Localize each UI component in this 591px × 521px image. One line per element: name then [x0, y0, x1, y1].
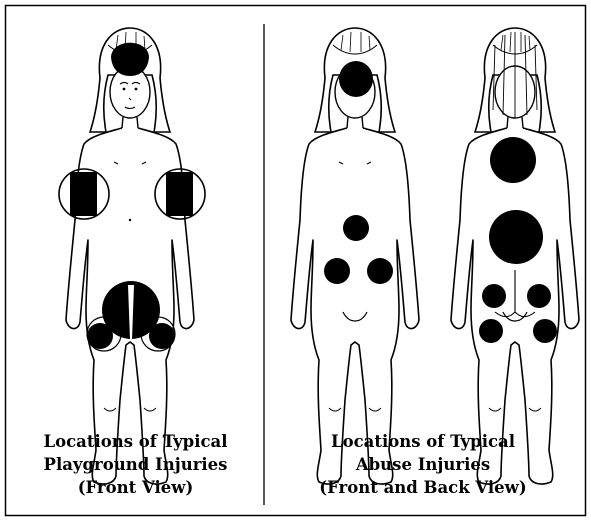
abuse-caption-line2: Abuse Injuries [268, 453, 578, 476]
abuse-injury-face [339, 61, 373, 97]
abuse-injury-calf-left [533, 319, 557, 343]
abuse-injury-back-thigh-left [527, 284, 551, 308]
abuse-injury-thigh-left [367, 258, 393, 284]
abuse-injury-thigh-right [324, 258, 350, 284]
abuse-caption: Locations of Typical Abuse Injuries (Fro… [268, 430, 578, 499]
abuse-injury-genital [343, 215, 369, 241]
playground-caption-line2: Playground Injuries [8, 453, 263, 476]
abuse-injury-buttocks [489, 210, 543, 264]
abuse-caption-line1: Locations of Typical [268, 430, 578, 453]
playground-injury-elbow-left [166, 172, 193, 216]
abuse-caption-line3: (Front and Back View) [268, 476, 578, 499]
abuse-injury-calf-right [479, 319, 503, 343]
abuse-injury-back [490, 137, 536, 183]
abuse-injury-back-thigh-right [482, 284, 506, 308]
playground-caption-line1: Locations of Typical [8, 430, 263, 453]
playground-injury-elbow-right [70, 172, 97, 216]
playground-caption-line3: (Front View) [8, 476, 263, 499]
playground-caption: Locations of Typical Playground Injuries… [8, 430, 263, 499]
